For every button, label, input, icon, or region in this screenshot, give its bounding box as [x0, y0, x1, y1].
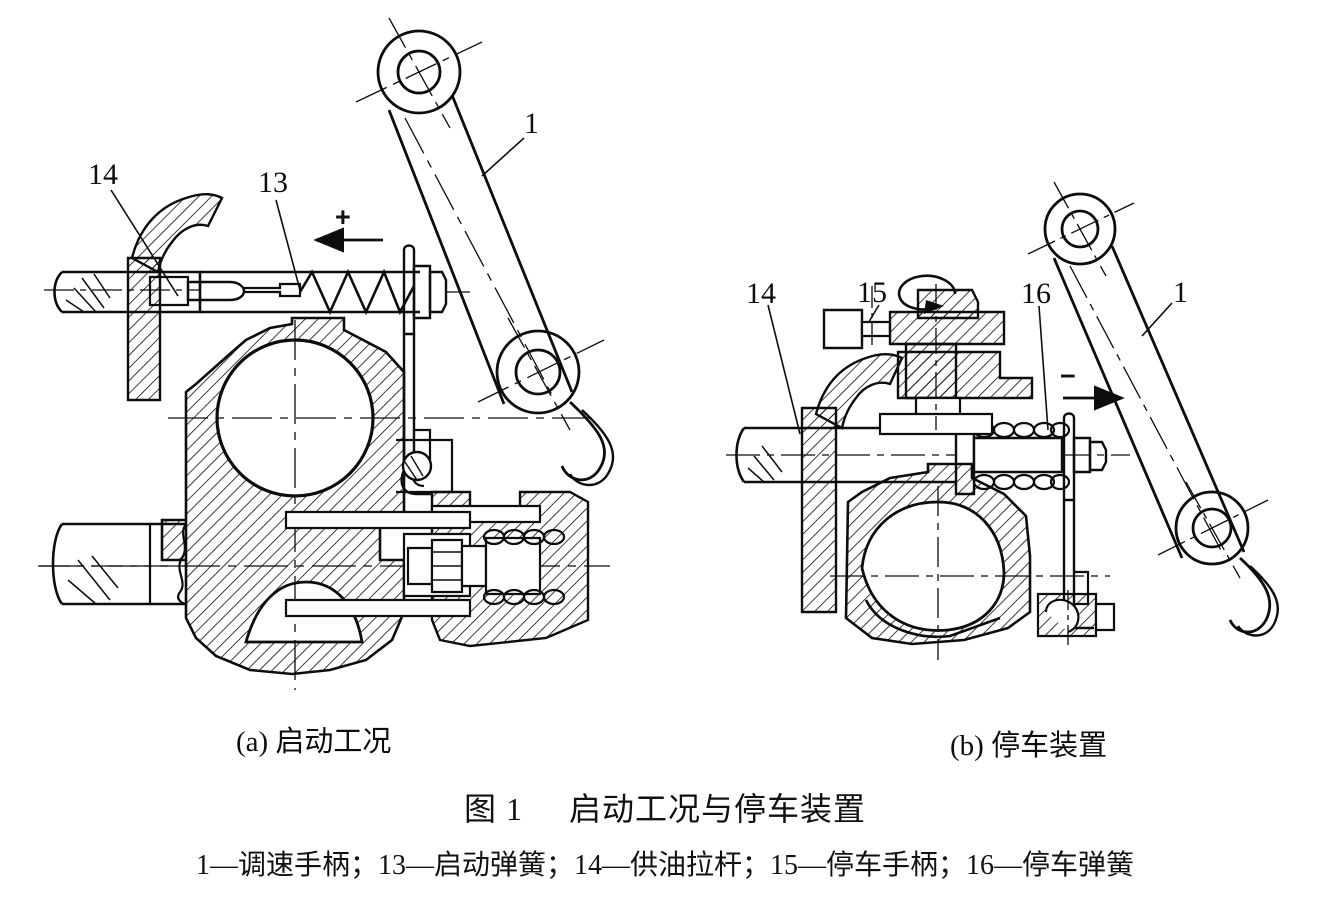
panel-a-label-14: 14: [88, 158, 118, 191]
panel-b-leader-14: [767, 304, 801, 435]
panel-b-drawing: [726, 181, 1279, 660]
panel-a-coil-spring: [482, 528, 566, 606]
panel-b-label-15: 15: [857, 276, 887, 309]
panel-b-label-1: 1: [1173, 276, 1188, 309]
figure-legend: 1—调速手柄；13—启动弹簧；14—供油拉杆；15—停车手柄；16—停车弹簧: [195, 850, 1134, 881]
panel-b-stop-handle: [822, 284, 1034, 436]
panel-b-rotation-arrow: [897, 274, 957, 314]
panel-a-hook: [560, 400, 606, 482]
panel-b-curved-bracket: [814, 353, 904, 430]
panel-a-pin-detail: [396, 438, 454, 494]
panel-b-lever-arm: [1052, 245, 1246, 559]
panel-a-lower-pivot: [495, 329, 581, 415]
panel-b-bearing-detail: [1036, 590, 1116, 646]
panel-a-curved-bracket: [130, 193, 224, 274]
panel-a-direction-sign: +: [335, 202, 351, 232]
panel-b-label-16: 16: [1021, 277, 1051, 310]
panel-a-drawing: [38, 17, 615, 690]
panel-b-left-post: [800, 406, 838, 614]
panel-b-direction-sign: −: [1060, 361, 1076, 391]
panel-a-left-post: [126, 256, 162, 402]
panel-b-lower-pivot: [1174, 490, 1250, 566]
panel-b-spring-end-nut: [1062, 412, 1108, 502]
panel-a-start-spring: [298, 268, 416, 316]
panel-b-label-14: 14: [746, 277, 776, 310]
panel-b-flyweight-profile: [860, 500, 1006, 632]
panel-a-upper-pivot: [376, 29, 462, 115]
panel-a-lever-centerline: [404, 117, 553, 396]
panel-a-lever-arm: [387, 94, 574, 405]
panel-b-hook: [1228, 556, 1272, 634]
panel-b-leader-16: [1038, 305, 1049, 431]
panel-a-label-1: 1: [524, 107, 539, 140]
figure-title-text: 启动工况与停车装置: [569, 791, 867, 827]
panel-b-upper-pivot: [1043, 192, 1117, 266]
figure-title: 图 1 启动工况与停车装置: [0, 784, 1330, 830]
panel-a-leader-13: [275, 199, 301, 291]
panel-b-leader-1: [1141, 302, 1173, 337]
panel-a-label-13: 13: [258, 166, 288, 199]
panel-a-rod-stem: [148, 270, 420, 314]
panel-a-leader-1: [481, 137, 525, 177]
panel-a-spring-end-nut: [402, 244, 470, 336]
panel-a-caption: (a) 启动工况: [236, 726, 392, 758]
panel-b-profile-tail: [864, 599, 1001, 638]
panel-a-bolt-nut: [406, 536, 542, 596]
panel-a-upper-pivot-centerline: [355, 17, 483, 129]
figure-title-number: 图 1: [463, 791, 523, 827]
panel-b-lever-centerline: [1069, 265, 1225, 557]
panel-b-caption: (b) 停车装置: [950, 730, 1108, 762]
